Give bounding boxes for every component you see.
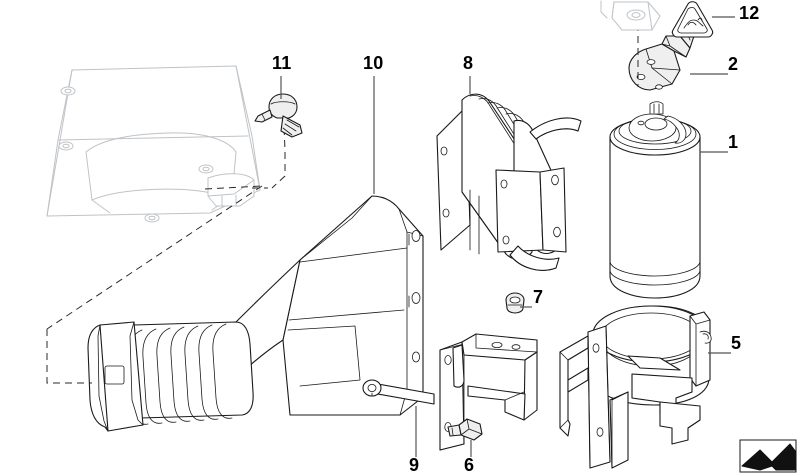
part-hazard-warning-label [671, 1, 714, 38]
part-mounting-bracket-small [628, 29, 695, 91]
callout-label-1[interactable]: 1 [728, 132, 739, 152]
duct-bellows [122, 321, 254, 425]
callout-label-8[interactable]: 8 [463, 53, 474, 73]
callout-label-7[interactable]: 7 [533, 287, 544, 307]
orientation-arrow-marker [739, 439, 797, 473]
phantom-cover-panel [46, 65, 261, 223]
callout-label-11[interactable]: 11 [272, 53, 292, 73]
part-hex-flange-bolt [447, 418, 483, 441]
part-filter-clamp-bracket [559, 305, 712, 469]
phantom-top-bracket [600, 0, 661, 31]
callout-label-6[interactable]: 6 [464, 455, 475, 473]
duct-inlet-flange [87, 321, 144, 432]
callout-leaders [280, 16, 735, 457]
callout-label-5[interactable]: 5 [731, 333, 742, 353]
part-air-intake-duct [87, 195, 424, 432]
part-push-pin-clip [254, 93, 303, 138]
callout-label-9[interactable]: 9 [409, 455, 420, 473]
callout-label-2[interactable]: 2 [728, 54, 739, 74]
part-support-strut [362, 379, 435, 405]
callout-label-10[interactable]: 10 [363, 53, 384, 73]
part-fuel-cooler [436, 93, 582, 271]
part-filter-bracket-plate [439, 333, 538, 451]
callout-label-12[interactable]: 12 [739, 3, 760, 23]
part-flange-nut [505, 292, 525, 314]
part-fuel-filter-canister [609, 101, 701, 299]
assembly-dashed-lines [46, 103, 286, 384]
